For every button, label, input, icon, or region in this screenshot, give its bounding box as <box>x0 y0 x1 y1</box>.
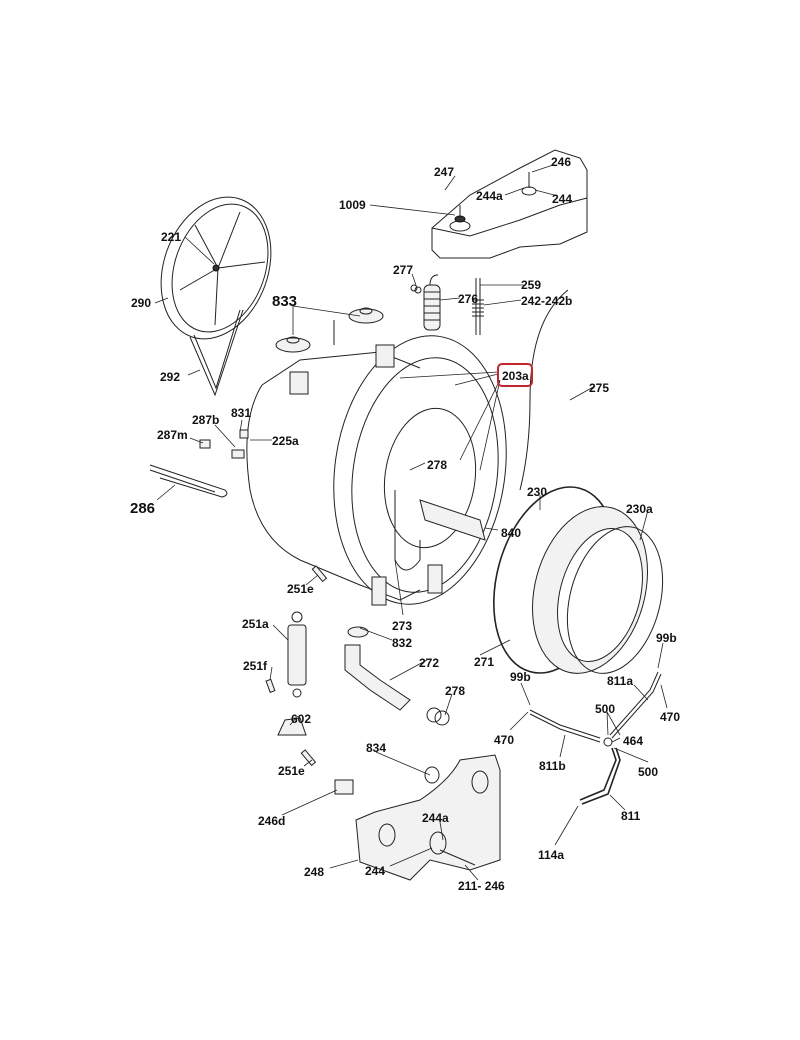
label-470-right: 470 <box>660 710 680 724</box>
label-251a: 251a <box>242 617 269 631</box>
label-833: 833 <box>272 293 297 310</box>
label-464: 464 <box>623 734 643 748</box>
pressure-hose <box>519 289 569 491</box>
label-244-bottom: 244 <box>365 864 385 878</box>
label-602: 602 <box>291 712 311 726</box>
label-247: 247 <box>434 165 454 179</box>
label-290: 290 <box>131 296 151 310</box>
label-276: 276 <box>458 292 478 306</box>
label-811b: 811b <box>539 759 566 773</box>
label-259: 259 <box>521 278 541 292</box>
highlight-box-203a <box>497 363 533 387</box>
door-seal <box>493 486 664 674</box>
label-470-left: 470 <box>494 733 514 747</box>
label-292: 292 <box>160 370 180 384</box>
drive-belt <box>189 309 244 397</box>
label-831: 831 <box>231 406 251 420</box>
label-251e: 251e <box>287 582 314 596</box>
inlet-hoses <box>529 671 662 805</box>
label-248: 248 <box>304 865 324 879</box>
label-246: 246 <box>551 155 571 169</box>
label-840: 840 <box>501 526 521 540</box>
label-244: 244 <box>552 192 572 206</box>
drum-pulley <box>160 196 272 340</box>
label-500-top: 500 <box>595 702 615 716</box>
label-230: 230 <box>527 485 547 499</box>
hose-and-spring <box>410 274 484 335</box>
label-251e-bottom: 251e <box>278 764 305 778</box>
label-500-bottom: 500 <box>638 765 658 779</box>
heating-element <box>149 464 228 498</box>
label-278-bottom: 278 <box>445 684 465 698</box>
shock-absorber <box>265 565 328 767</box>
label-99b-right: 99b <box>656 631 677 645</box>
label-246d: 246d <box>258 814 285 828</box>
label-244a: 244a <box>476 189 503 203</box>
top-counterweight <box>431 149 588 259</box>
label-832: 832 <box>392 636 412 650</box>
label-114a: 114a <box>538 848 564 862</box>
label-211-246: 211- 246 <box>458 879 505 893</box>
label-230a: 230a <box>626 502 653 516</box>
label-244a-bottom: 244a <box>422 811 449 825</box>
label-1009: 1009 <box>339 198 366 212</box>
leader-lines <box>154 164 668 881</box>
label-203a[interactable]: 203a <box>502 369 529 383</box>
part-labels: 247 246 244a 244 1009 221 290 277 276 25… <box>130 155 680 893</box>
label-277: 277 <box>393 263 413 277</box>
label-834: 834 <box>366 741 386 755</box>
label-811a: 811a <box>607 674 633 688</box>
label-242-242b: 242-242b <box>521 294 572 308</box>
label-99b-left: 99b <box>510 670 531 684</box>
washer-tub <box>246 335 507 606</box>
label-286: 286 <box>130 500 155 517</box>
label-278: 278 <box>427 458 447 472</box>
label-251f: 251f <box>243 659 268 673</box>
label-272: 272 <box>419 656 439 670</box>
label-271: 271 <box>474 655 494 669</box>
label-225a: 225a <box>272 434 299 448</box>
label-275: 275 <box>589 381 609 395</box>
label-287m: 287m <box>157 428 188 442</box>
label-287b: 287b <box>192 413 219 427</box>
label-221: 221 <box>161 230 181 244</box>
label-811: 811 <box>621 809 641 823</box>
bottom-counterweight <box>334 754 501 881</box>
label-273: 273 <box>392 619 412 633</box>
tub-caps <box>275 307 384 353</box>
